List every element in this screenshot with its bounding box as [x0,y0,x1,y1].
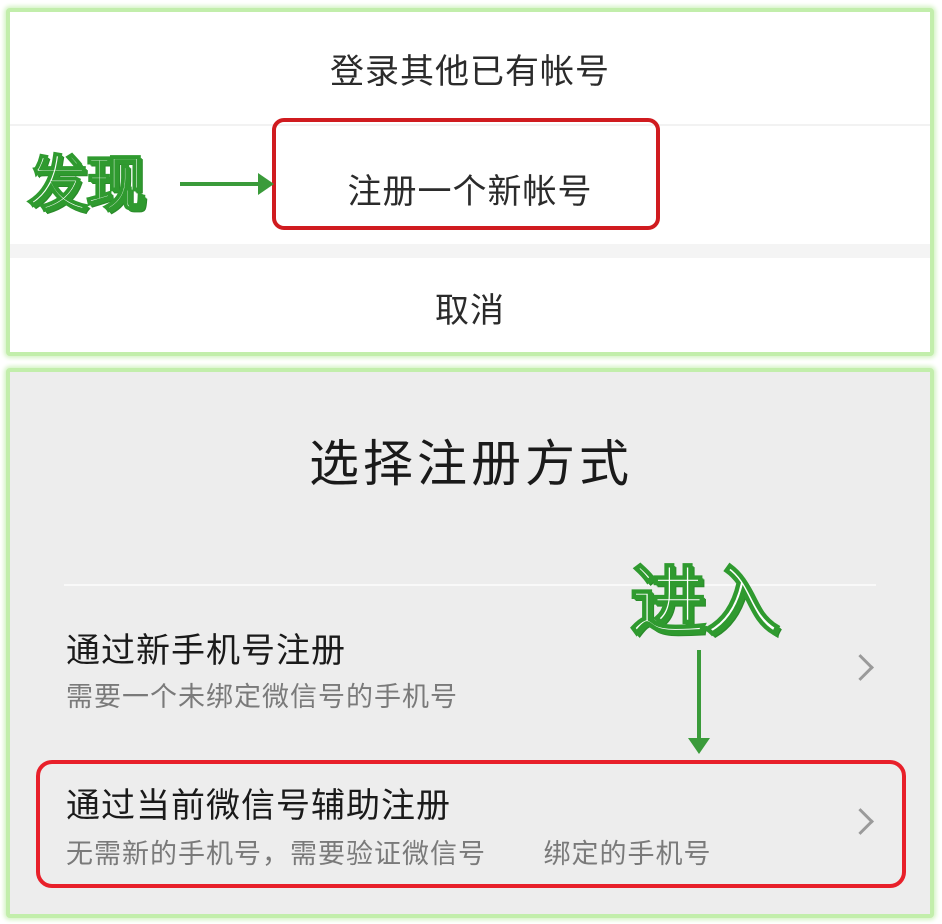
register-new-account-label: 注册一个新帐号 [347,171,593,212]
option-register-via-current-wechat[interactable]: 通过当前微信号辅助注册 无需新的手机号，需要验证微信号 绑定的手机号 [40,762,900,888]
login-other-account-label: 登录其他已有帐号 [330,51,610,92]
cancel-button[interactable]: 取消 [10,258,930,356]
register-method-page [6,368,934,918]
chevron-right-icon [847,654,874,681]
page-title: 选择注册方式 [309,435,633,493]
highlight-box-assist [36,760,906,888]
option-title: 通过新手机号注册 [66,631,346,671]
account-action-sheet: 登录其他已有帐号 注册一个新帐号 取消 [6,8,934,356]
option-title: 通过当前微信号辅助注册 [66,786,451,826]
option-description: 无需新的手机号，需要验证微信号 绑定的手机号 [66,839,712,870]
divider [10,244,930,258]
divider [64,584,876,586]
register-new-account-button[interactable]: 注册一个新帐号 [10,126,930,250]
arrow-right-icon [180,173,274,195]
option-register-new-phone[interactable]: 通过新手机号注册 需要一个未绑定微信号的手机号 [40,615,900,725]
divider [10,124,930,126]
arrow-down-icon [688,650,710,754]
highlight-box-register [272,118,660,230]
option-description: 需要一个未绑定微信号的手机号 [66,682,458,713]
login-other-account-button[interactable]: 登录其他已有帐号 [10,12,930,124]
annotation-discover: 发现 [27,149,147,221]
cancel-label: 取消 [435,290,505,331]
annotation-enter: 进入 [629,556,781,647]
